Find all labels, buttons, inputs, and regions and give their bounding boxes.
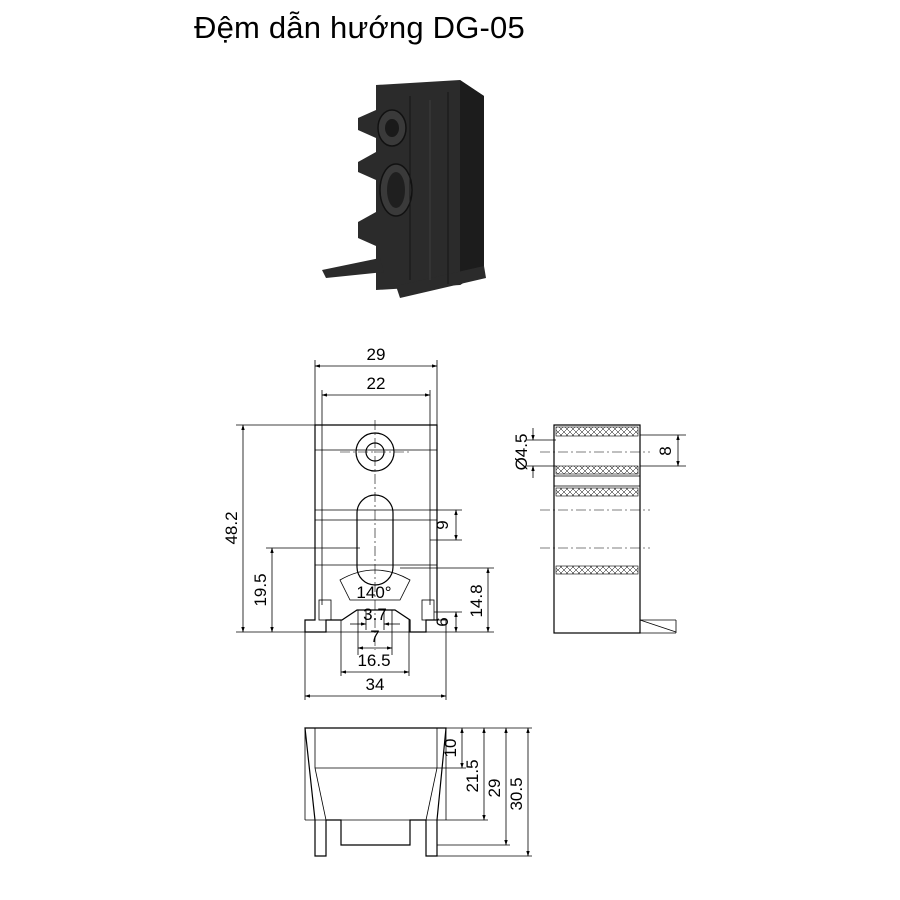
front-view-dimensions: 29 22 48.2 19.5 9 140° 3.7 7 16.5 34 14.… [222,345,494,700]
front-view [304,420,447,650]
dim-height-8: 8 [656,446,675,455]
dim-width-16-5: 16.5 [357,651,390,670]
dim-height-6: 6 [433,617,452,626]
dim-width-22: 22 [367,374,386,393]
dim-height-14-8: 14.8 [467,584,486,617]
dim-height-10: 10 [441,739,460,758]
dim-angle-140: 140° [356,583,391,602]
page-title: Đệm dẫn hướng DG-05 [194,10,525,45]
side-view [540,424,677,634]
dim-diameter-4-5: Ø4.5 [512,434,531,471]
dim-height-29: 29 [485,779,504,798]
dim-width-29: 29 [367,345,386,364]
dim-width-34: 34 [366,675,385,694]
dim-height-21-5: 21.5 [463,759,482,792]
dim-width-3-7: 3.7 [363,605,387,624]
bottom-view [304,727,447,857]
dim-height-30-5: 30.5 [507,777,526,810]
dim-height-9: 9 [433,520,452,529]
dim-height-48-2: 48.2 [222,511,241,544]
product-render [322,80,486,298]
side-view-dimensions: Ø4.5 8 [512,428,686,478]
bottom-view-dimensions: 10 21.5 29 30.5 [437,727,532,857]
dim-height-19-5: 19.5 [251,573,270,606]
dim-width-7: 7 [370,627,379,646]
